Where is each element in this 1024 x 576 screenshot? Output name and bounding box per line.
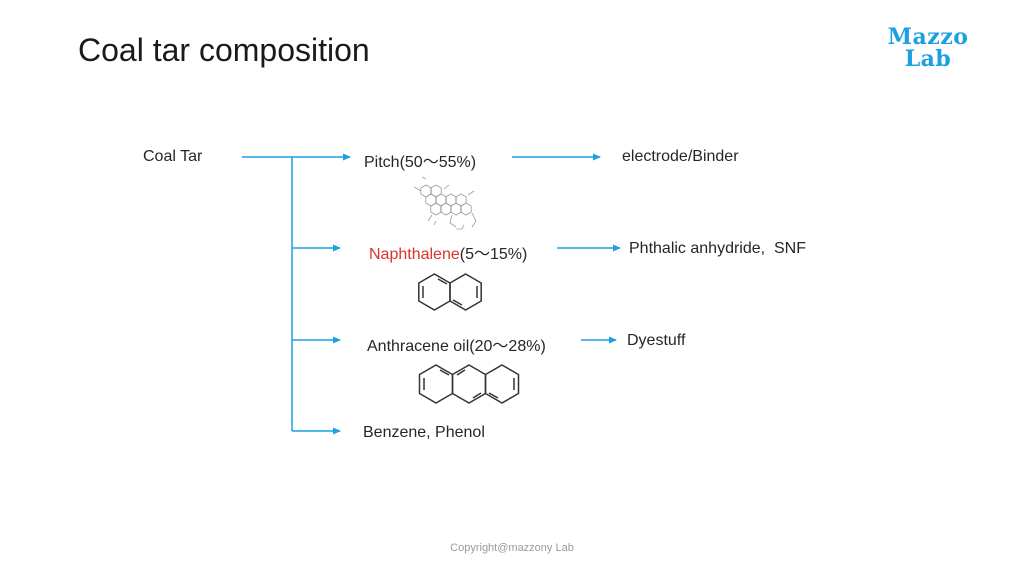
branch-naphthalene-name: Naphthalene: [369, 246, 460, 263]
pitch-molecule-icon: [413, 176, 477, 230]
branch-naphthalene: Naphthalene(5～15%): [369, 240, 527, 264]
mazzo-lab-logo: Mazzo Lab: [872, 26, 984, 70]
product-anthracene: Dyestuff: [627, 332, 686, 349]
branch-anthracene: Anthracene oil(20～28%): [367, 332, 546, 356]
branch-pitch-name: Pitch: [364, 154, 400, 171]
logo-line-2: Lab: [904, 46, 952, 72]
root-coal-tar: Coal Tar: [143, 148, 203, 165]
copyright-footer: Copyright@mazzony Lab: [450, 542, 574, 554]
branch-anthracene-fraction: (20～28%): [469, 338, 546, 355]
branch-pitch: Pitch(50～55%): [364, 148, 476, 172]
page-title: Coal tar composition: [78, 32, 370, 68]
logo-line-1: Mazzo: [887, 24, 969, 50]
branch-pitch-fraction: (50～55%): [399, 154, 477, 171]
branch-anthracene-name: Anthracene oil: [367, 338, 470, 355]
branch-naphthalene-fraction: (5～15%): [459, 246, 528, 263]
anthracene-structure-icon: [418, 364, 520, 404]
product-pitch: electrode/Binder: [622, 148, 739, 165]
naphthalene-structure-icon: [418, 273, 482, 311]
branch-benzene-phenol: Benzene, Phenol: [363, 424, 485, 441]
product-naphthalene: Phthalic anhydride, SNF: [629, 240, 806, 257]
